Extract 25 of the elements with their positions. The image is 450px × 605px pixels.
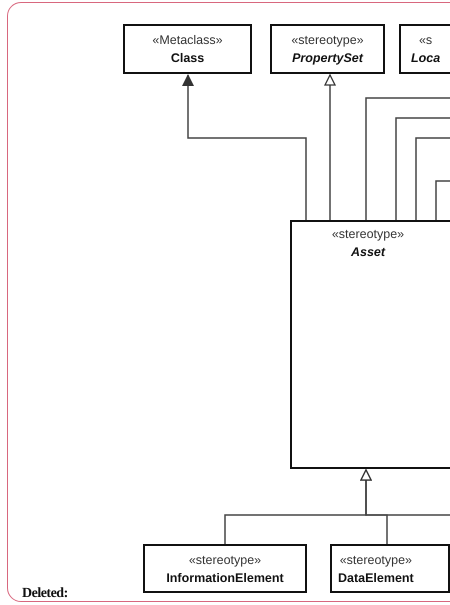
class-name: PropertySet bbox=[292, 50, 363, 67]
class-name: InformationElement bbox=[166, 570, 284, 586]
connector-line bbox=[435, 180, 450, 220]
connector-line bbox=[395, 117, 450, 220]
generalization-arrow bbox=[360, 469, 450, 516]
stereotype-label: «s bbox=[418, 32, 432, 49]
stereotype-label: «Metaclass» bbox=[152, 32, 223, 49]
connector-line bbox=[415, 137, 450, 220]
stereotype-label: «stereotype» bbox=[188, 552, 262, 568]
class-box bbox=[143, 544, 307, 593]
stereotype-label: «stereotype» bbox=[340, 552, 412, 568]
generalization-arrow bbox=[182, 74, 307, 220]
class-name: Class bbox=[170, 50, 204, 67]
stereotype-label: «stereotype» bbox=[332, 226, 404, 243]
class-name: Asset bbox=[350, 244, 386, 261]
note-text: Deleted: bbox=[22, 586, 68, 602]
class-box bbox=[270, 24, 385, 74]
stereotype-label: «stereotype» bbox=[291, 32, 364, 49]
class-box bbox=[330, 544, 450, 593]
connector-line bbox=[365, 97, 450, 220]
class-name: DataElement bbox=[338, 570, 414, 586]
class-box bbox=[290, 220, 450, 469]
generalization-arrow bbox=[324, 74, 336, 220]
class-name: Loca bbox=[411, 50, 440, 67]
class-box bbox=[123, 24, 252, 74]
